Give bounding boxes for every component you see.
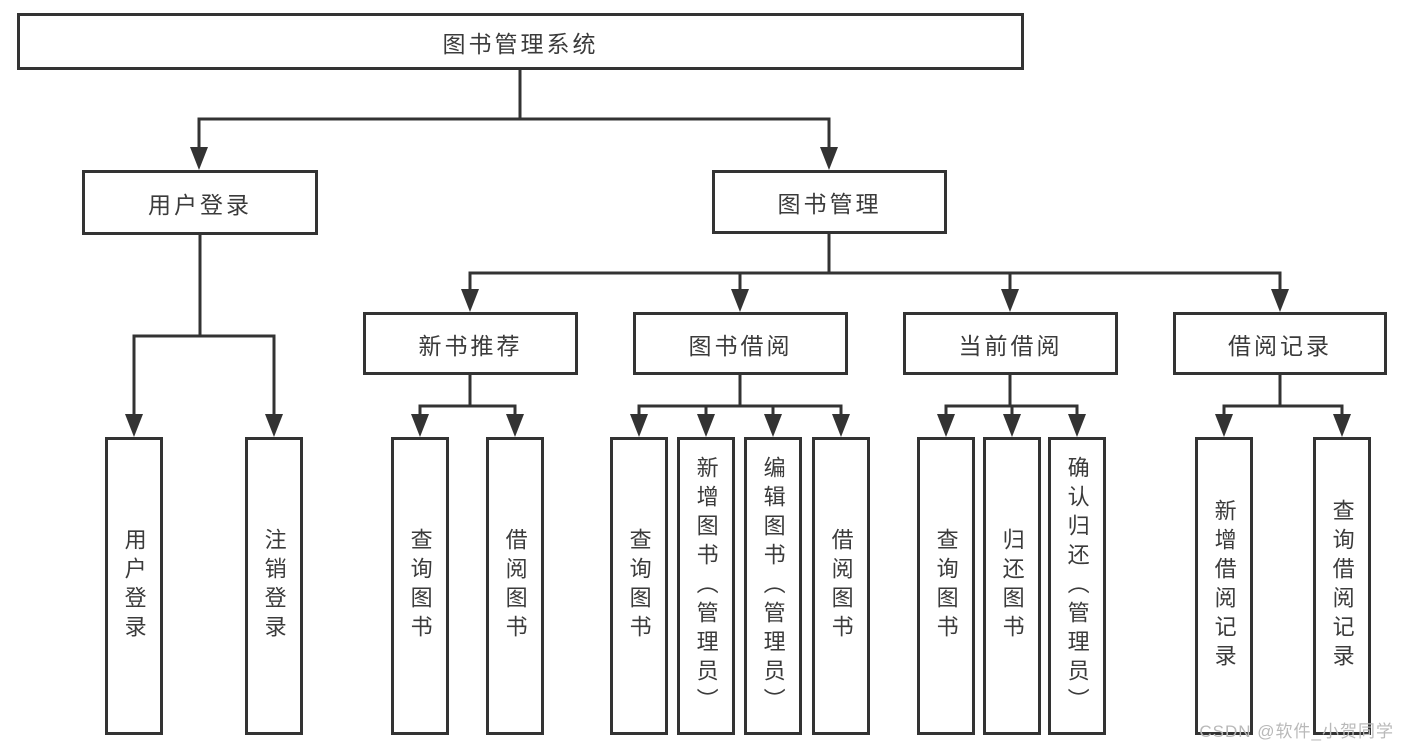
leaf-logout: 注销登录 xyxy=(245,437,303,735)
node-label: 借阅图书 xyxy=(828,528,854,644)
node-label: 注销登录 xyxy=(261,528,287,644)
node-user-login: 用户登录 xyxy=(82,170,318,235)
node-label: 新增图书（管理员） xyxy=(693,455,719,717)
node-label: 查询图书 xyxy=(933,528,959,644)
leaf-records-add-record: 新增借阅记录 xyxy=(1195,437,1253,735)
node-label: 用户登录 xyxy=(121,528,147,644)
leaf-user-login: 用户登录 xyxy=(105,437,163,735)
connector-edges xyxy=(132,68,1344,421)
leaf-current-confirm-return-admin: 确认归还（管理员） xyxy=(1048,437,1106,735)
node-label: 编辑图书（管理员） xyxy=(760,455,786,717)
leaf-recommend-query-books: 查询图书 xyxy=(391,437,449,735)
arrowheads xyxy=(125,147,1351,437)
node-label: 查询借阅记录 xyxy=(1329,499,1355,673)
node-label: 新书推荐 xyxy=(418,332,523,359)
node-label: 确认归还（管理员） xyxy=(1064,455,1090,717)
leaf-borrowing-query-books: 查询图书 xyxy=(610,437,668,735)
leaf-current-return-books: 归还图书 xyxy=(983,437,1041,735)
node-new-book-recommend: 新书推荐 xyxy=(363,312,578,375)
node-label: 图书借阅 xyxy=(688,332,793,359)
leaf-recommend-borrow-books: 借阅图书 xyxy=(486,437,544,735)
node-label: 借阅图书 xyxy=(502,528,528,644)
node-current-borrowing: 当前借阅 xyxy=(903,312,1118,375)
node-label: 查询图书 xyxy=(626,528,652,644)
leaf-borrowing-borrow-books: 借阅图书 xyxy=(812,437,870,735)
leaf-current-query-books: 查询图书 xyxy=(917,437,975,735)
node-label: 借阅记录 xyxy=(1228,332,1332,359)
node-label: 查询图书 xyxy=(407,528,433,644)
node-book-borrowing: 图书借阅 xyxy=(633,312,848,375)
leaf-borrowing-add-books-admin: 新增图书（管理员） xyxy=(677,437,735,735)
watermark-text: CSDN @软件_小贺同学 xyxy=(1199,722,1394,741)
node-label: 新增借阅记录 xyxy=(1211,499,1237,673)
node-label: 归还图书 xyxy=(999,528,1025,644)
node-label: 当前借阅 xyxy=(958,332,1063,359)
node-label: 图书管理系统 xyxy=(442,30,599,57)
node-book-management: 图书管理 xyxy=(712,170,947,234)
node-library-system: 图书管理系统 xyxy=(17,13,1024,70)
node-label: 图书管理 xyxy=(777,191,882,217)
node-label: 用户登录 xyxy=(148,191,252,218)
leaf-borrowing-edit-books-admin: 编辑图书（管理员） xyxy=(744,437,802,735)
node-borrowing-records: 借阅记录 xyxy=(1173,312,1387,375)
leaf-records-query-record: 查询借阅记录 xyxy=(1313,437,1371,735)
